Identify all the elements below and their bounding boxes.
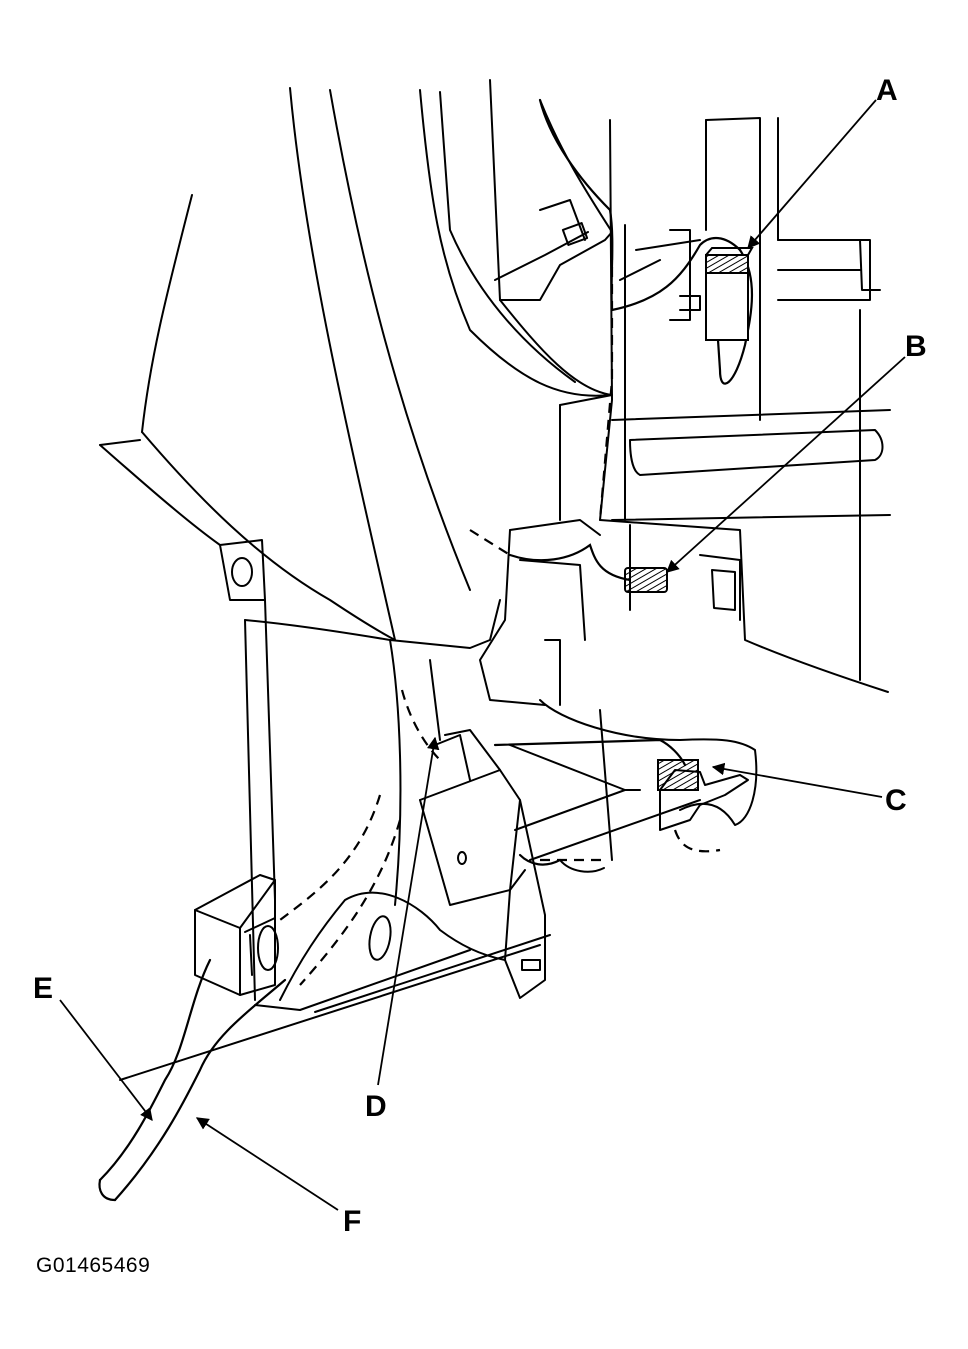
callout-e: E bbox=[33, 972, 54, 1005]
connector-c-icon bbox=[657, 759, 699, 791]
leader-arrows bbox=[59, 99, 906, 1211]
hidden-lines bbox=[279, 250, 721, 986]
connector-a-icon bbox=[705, 247, 754, 341]
callout-c: C bbox=[885, 784, 907, 817]
callout-a: A bbox=[876, 74, 898, 107]
wiring-harness bbox=[98, 98, 754, 1202]
callout-d: D bbox=[365, 1090, 387, 1123]
connector-b-icon bbox=[624, 567, 668, 593]
body-structure bbox=[99, 79, 891, 1081]
callout-f: F bbox=[343, 1205, 362, 1238]
figure-code: G01465469 bbox=[36, 1254, 151, 1277]
callout-b: B bbox=[905, 330, 927, 363]
